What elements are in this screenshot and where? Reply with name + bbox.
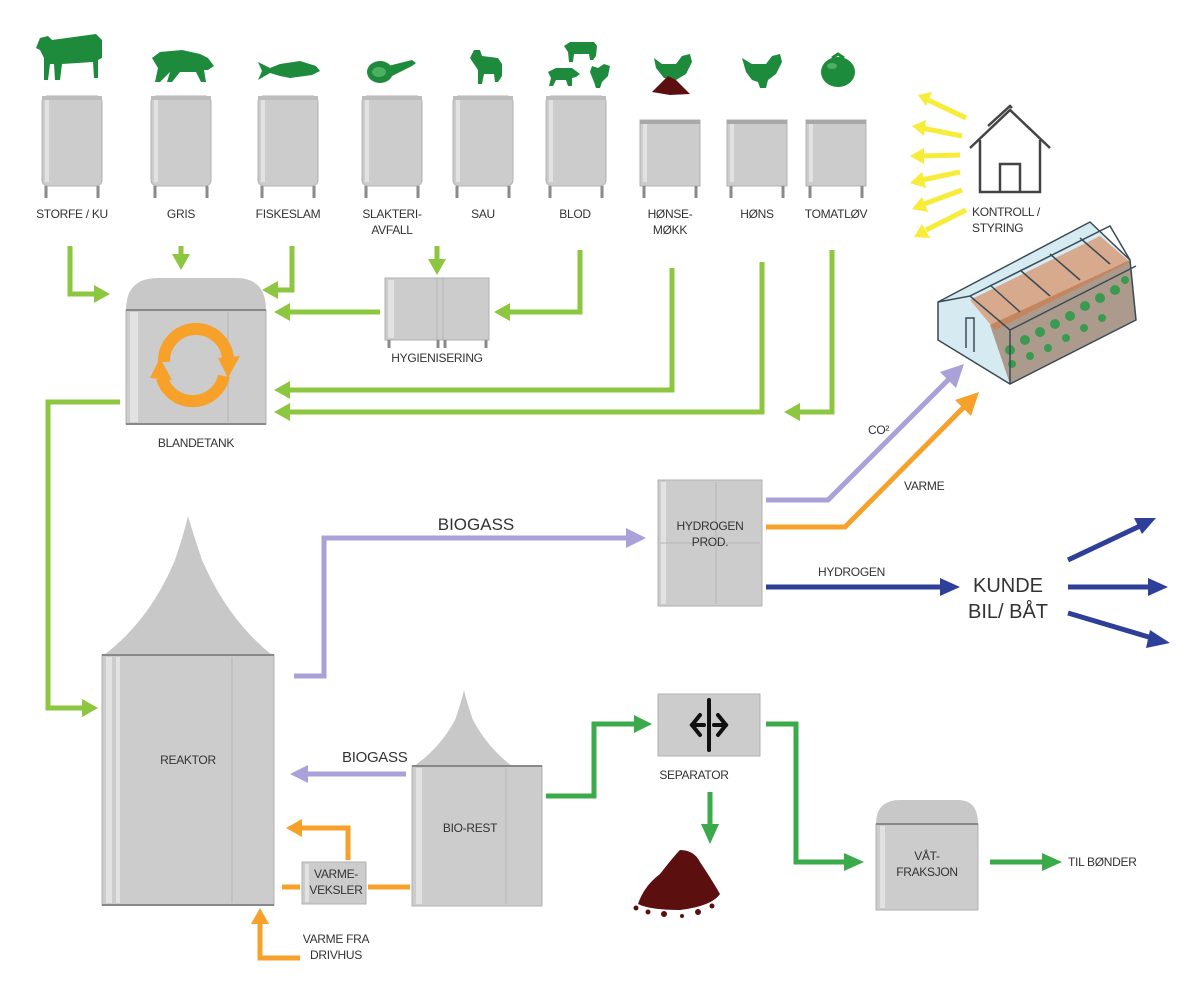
ham-icon: [367, 60, 416, 83]
feed-label-tomatlov: TOMATLØV: [805, 207, 868, 221]
livestock-group-icon: [548, 42, 610, 88]
varmeveksler-label-2: VEKSLER: [309, 883, 363, 897]
hydrogen-label: HYDROGEN: [818, 565, 885, 579]
hydrogen-prod-box: [657, 479, 763, 607]
control-label-1: KONTROLL /: [972, 205, 1041, 219]
feedstock-labels: STORFE / KU GRIS FISKESLAM SLAKTERI- AVF…: [36, 207, 868, 237]
feedstock-tank: [452, 95, 514, 198]
mixing-cycle-icon: [150, 323, 240, 408]
feedstock-tank: [805, 119, 867, 198]
feedstock-tank: [639, 119, 701, 198]
varme-label: VARME: [904, 479, 945, 493]
control-signal-arrows: [910, 92, 968, 238]
feedstock-tank: [257, 95, 319, 198]
feedstock-tank: [545, 95, 607, 198]
hygienisering-label: HYGIENISERING: [391, 351, 482, 365]
varme-fra-label-1: VARME FRA: [303, 932, 370, 946]
feed-label-honsemokk-1: HØNSE-: [648, 207, 693, 221]
feed-label-blod: BLOD: [559, 207, 591, 221]
chicken-icon: [742, 54, 782, 88]
varmeveksler-box: [301, 861, 367, 905]
feed-label-fiskeslam: FISKESLAM: [256, 207, 321, 221]
cow-icon: [36, 34, 102, 80]
solid-fraction-pile-icon: [633, 850, 720, 918]
vatfraksjon-label-1: VÅT-: [914, 848, 940, 863]
kunde-label-2: BIL/ BÅT: [968, 600, 1048, 623]
control-house-icon: [969, 104, 1051, 194]
varmeveksler-label-1: VARME-: [314, 867, 358, 881]
co2-label: CO²: [868, 423, 889, 437]
feedstock-tank: [41, 95, 103, 198]
greenhouse-illustration: [937, 221, 1137, 385]
feedstock-tank: [361, 95, 423, 198]
vatfraksjon-tank: [875, 800, 979, 911]
heat-arrows: [251, 819, 410, 961]
pig-icon: [152, 50, 214, 82]
reaktor-tank: [101, 516, 275, 906]
feed-label-slakteri-2: AVFALL: [371, 223, 413, 237]
bio-rest-tank: [411, 690, 543, 907]
greenhouse-supply-arrows: [766, 364, 979, 530]
biogass-main-label: BIOGASS: [438, 515, 515, 534]
separator-icon: [689, 698, 729, 752]
kunde-label-1: KUNDE: [973, 575, 1043, 597]
feed-label-slakteri-1: SLAKTERI-: [362, 207, 422, 221]
separator-label: SEPARATOR: [659, 768, 729, 782]
hydrogen-prod-label-2: PROD.: [692, 535, 729, 549]
til-bonder-label: TIL BØNDER: [1068, 855, 1137, 869]
blandetank-label: BLANDETANK: [158, 436, 234, 450]
biogas-arrows: [290, 528, 646, 783]
chicken-manure-icon: [652, 54, 692, 95]
feed-arrows: [45, 246, 835, 717]
varme-fra-label-2: DRIVHUS: [310, 948, 362, 962]
control-label-2: STYRING: [972, 221, 1023, 235]
feedstock-tank: [150, 95, 212, 198]
sheep-icon: [470, 50, 502, 84]
feed-label-honsemokk-2: MØKK: [653, 223, 687, 237]
feed-label-hons: HØNS: [740, 207, 774, 221]
digestate-arrows: [546, 715, 1062, 871]
feedstock-tank: [726, 119, 788, 198]
feed-label-gris: GRIS: [167, 207, 195, 221]
fish-icon: [258, 61, 320, 80]
feed-label-storfe: STORFE / KU: [36, 207, 108, 221]
tomato-icon: [821, 52, 855, 87]
hydrogen-arrows: [766, 518, 1170, 648]
vatfraksjon-label-2: FRAKSJON: [896, 865, 958, 879]
feed-label-sau: SAU: [471, 207, 495, 221]
reaktor-label: REAKTOR: [160, 753, 216, 767]
hygienisering-tank: [384, 277, 490, 348]
biogass-return-label: BIOGASS: [342, 749, 408, 766]
hydrogen-prod-label-1: HYDROGEN: [677, 519, 744, 533]
bio-rest-label: BIO-REST: [443, 821, 498, 835]
